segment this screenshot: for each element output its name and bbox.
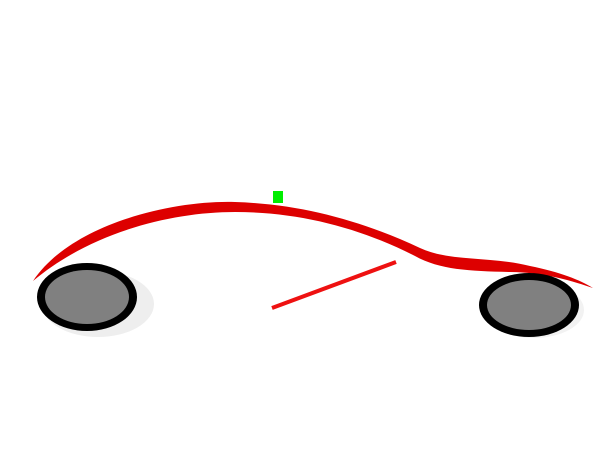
angled-rail-line [271,260,397,310]
car-body-curve [33,201,593,288]
green-square-marker-icon [273,191,283,203]
rear-wheel-hub [45,270,129,324]
front-wheel-hub [487,280,571,330]
